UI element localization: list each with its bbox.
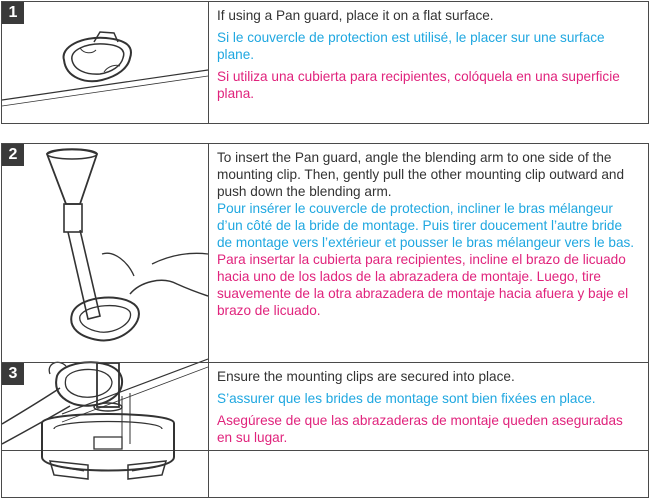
- step-2: 2 To insert the Pan guard, angle the ble…: [1, 143, 649, 451]
- step-3-text: Ensure the mounting clips are secured in…: [209, 363, 648, 497]
- step-3-illustration: 3: [2, 363, 209, 497]
- step-number: 2: [2, 144, 24, 166]
- instruction-spanish: Para insertar la cubierta para recipient…: [217, 252, 629, 318]
- step-1-illustration: 1: [2, 2, 209, 123]
- step-1-text: If using a Pan guard, place it on a flat…: [209, 2, 648, 123]
- step-2-text: To insert the Pan guard, angle the blend…: [209, 144, 648, 450]
- pan-guard-on-surface-illustration: [2, 31, 208, 107]
- step-number: 3: [2, 363, 24, 385]
- instruction-french: Si le couvercle de protection est utilis…: [217, 30, 605, 62]
- instruction-english: Ensure the mounting clips are secured in…: [217, 369, 515, 384]
- instruction-spanish: Si utiliza una cubierta para recipientes…: [217, 69, 620, 101]
- hands-inserting-blending-arm-illustration: [2, 148, 208, 445]
- step-number: 1: [2, 2, 24, 24]
- step-1: 1 If using a Pan guard, place it on a fl…: [1, 1, 649, 124]
- instruction-english: To insert the Pan guard, angle the blend…: [217, 150, 625, 199]
- instruction-spanish: Asegúrese de que las abrazaderas de mont…: [217, 413, 623, 445]
- instruction-french: S’assurer que les brides de montage sont…: [217, 391, 596, 406]
- step-3: 3 Ensure the mounting clips are secured …: [1, 362, 649, 498]
- secured-mounting-clips-illustration: [41, 363, 175, 480]
- instruction-english: If using a Pan guard, place it on a flat…: [217, 8, 494, 23]
- instruction-french: Pour insérer le couvercle de protection,…: [217, 201, 635, 250]
- step-2-illustration: 2: [2, 144, 209, 450]
